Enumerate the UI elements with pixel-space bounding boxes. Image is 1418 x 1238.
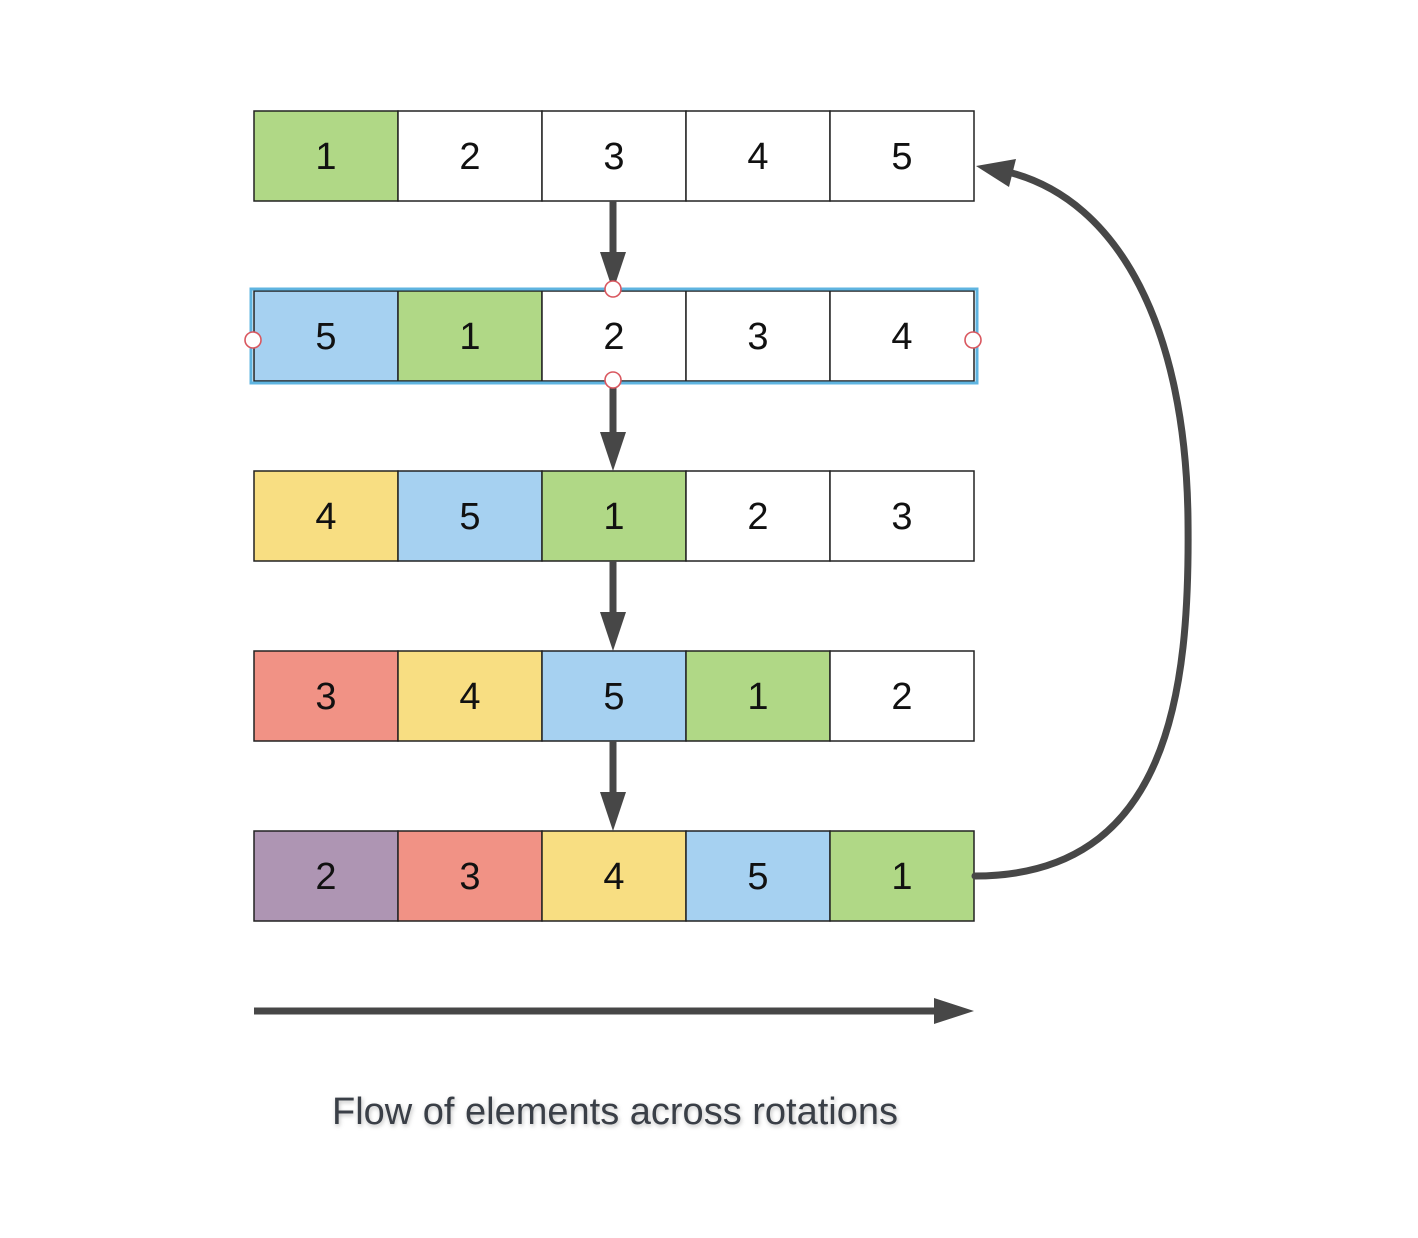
array-cell-value: 3 <box>891 496 912 538</box>
array-cell-value: 3 <box>315 676 336 718</box>
array-cell-value: 1 <box>315 136 336 178</box>
array-cell-value: 5 <box>315 316 336 358</box>
caption: Flow of elements across rotations <box>332 1091 898 1133</box>
wrap-around-arrow <box>971 168 1192 880</box>
array-row-rotation-1[interactable]: 5 1 2 3 4 <box>244 280 982 389</box>
array-rows: 1 2 3 4 5 4 5 1 2 3 3 4 5 1 2 2 3 4 5 1 <box>253 110 975 922</box>
flow-arrowhead <box>934 998 974 1024</box>
array-cell-value: 4 <box>891 316 912 358</box>
array-row-rotation-2[interactable]: 4 5 1 2 3 <box>253 470 975 562</box>
array-cell-value: 4 <box>459 676 480 718</box>
array-cell <box>829 470 975 562</box>
array-cell <box>541 290 687 382</box>
array-cell <box>541 470 687 562</box>
connection-handle-right[interactable] <box>964 331 982 349</box>
array-cell <box>253 650 399 742</box>
array-cell <box>685 830 831 922</box>
array-row-rotation-4[interactable]: 2 3 4 5 1 <box>253 830 975 922</box>
array-cell-value: 4 <box>315 496 336 538</box>
array-cell-value: 4 <box>747 136 768 178</box>
array-cell-value: 4 <box>603 856 624 898</box>
array-cell-value: 1 <box>459 316 480 358</box>
array-cell <box>541 110 687 202</box>
array-cell <box>829 290 975 382</box>
array-cell <box>829 830 975 922</box>
connection-handle-bottom[interactable] <box>604 371 622 389</box>
array-cell-value: 5 <box>459 496 480 538</box>
down-arrow-head <box>600 792 626 831</box>
array-cell <box>829 650 975 742</box>
connection-handle-left[interactable] <box>244 331 262 349</box>
array-cell-value: 1 <box>891 856 912 898</box>
array-cell <box>397 650 543 742</box>
array-cell <box>685 650 831 742</box>
wrap-around-arrowhead <box>976 159 1016 187</box>
array-cell-value: 5 <box>603 676 624 718</box>
array-cell <box>541 650 687 742</box>
array-cell-value: 3 <box>603 136 624 178</box>
array-cell <box>397 830 543 922</box>
array-cell-value: 2 <box>459 136 480 178</box>
array-cell <box>397 110 543 202</box>
array-cell-value: 2 <box>315 856 336 898</box>
array-cell-value: 2 <box>603 316 624 358</box>
down-arrow-head <box>600 612 626 651</box>
array-cell-value: 3 <box>747 316 768 358</box>
array-row-original[interactable]: 1 2 3 4 5 <box>253 110 975 202</box>
array-row-rotation-3[interactable]: 3 4 5 1 2 <box>253 650 975 742</box>
array-cell <box>685 110 831 202</box>
array-cell <box>397 290 543 382</box>
array-cell <box>397 470 543 562</box>
array-cell-value: 2 <box>891 676 912 718</box>
down-arrow-head <box>600 252 626 291</box>
down-arrows <box>600 201 626 831</box>
array-cell-value: 1 <box>747 676 768 718</box>
array-cell <box>253 110 399 202</box>
down-arrow-head <box>600 432 626 471</box>
array-cell-value: 5 <box>747 856 768 898</box>
array-cell <box>685 290 831 382</box>
array-cell <box>829 110 975 202</box>
array-cell-value: 2 <box>747 496 768 538</box>
array-cell-value: 5 <box>891 136 912 178</box>
array-cell-value: 1 <box>603 496 624 538</box>
array-cell <box>541 830 687 922</box>
array-cell <box>685 470 831 562</box>
array-cell-value: 3 <box>459 856 480 898</box>
connection-handle-top[interactable] <box>604 280 622 298</box>
